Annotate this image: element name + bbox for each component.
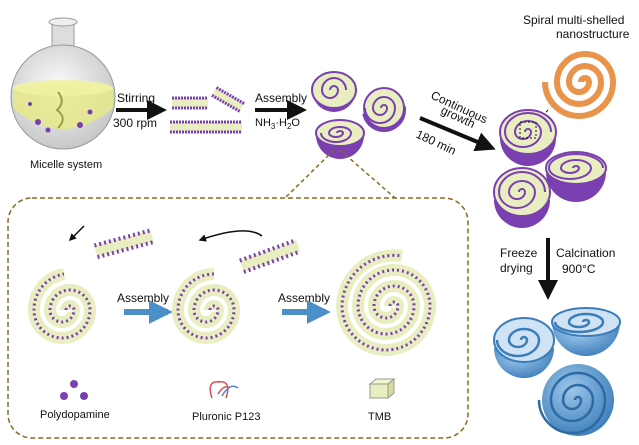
- hemisphere-small-1: [311, 71, 357, 112]
- spiral-title-line2: nanostructure: [556, 27, 630, 41]
- hemisphere-small-2: [362, 87, 406, 132]
- micelle-sheets: [170, 86, 245, 134]
- hemisphere-large-1: [499, 109, 557, 166]
- polydopamine-label: Polydopamine: [40, 409, 110, 421]
- curve-arrow-1: [68, 225, 85, 242]
- hemisphere-large-2: [545, 151, 607, 202]
- calcination-label: Calcination: [556, 246, 615, 260]
- blue-hemisphere-2: [493, 317, 555, 378]
- hemisphere-small-3: [315, 119, 365, 159]
- micelle-system-label: Micelle system: [30, 159, 102, 171]
- blue-sphere-3: [537, 364, 614, 436]
- temp-label: 900°C: [562, 262, 596, 276]
- tmb-label: TMB: [368, 411, 391, 423]
- detail-panel-border: [7, 197, 469, 439]
- nh3-label: NH3·H2O: [255, 117, 300, 131]
- drying-label: drying: [500, 261, 533, 275]
- freeze-label: Freeze: [500, 246, 538, 260]
- flask-icon: [10, 17, 116, 150]
- assembly-1-label: Assembly: [117, 291, 169, 305]
- spiral-stage-1: [27, 228, 155, 344]
- spiral-title-line1: Spiral multi-shelled: [523, 13, 624, 27]
- hemisphere-large-3: [493, 167, 551, 228]
- spiral-stage-3: [335, 249, 437, 356]
- growth-arrow: [419, 116, 496, 152]
- blue-hemisphere-1: [551, 307, 621, 356]
- zoom-connector: [284, 149, 396, 199]
- curve-arrow-2: [198, 230, 263, 242]
- rpm-label: 300 rpm: [113, 116, 157, 130]
- stirring-label: Stirring: [117, 91, 155, 105]
- assembly-top-label: Assembly: [255, 91, 307, 105]
- pluronic-label: Pluronic P123: [192, 411, 261, 423]
- assembly-2-label: Assembly: [278, 291, 330, 305]
- tmb-icon: [368, 377, 396, 400]
- polydopamine-icon: [60, 380, 88, 400]
- pluronic-icon: [209, 381, 239, 399]
- spiral-stage-2: [171, 238, 301, 344]
- orange-spiral-icon: [542, 51, 617, 119]
